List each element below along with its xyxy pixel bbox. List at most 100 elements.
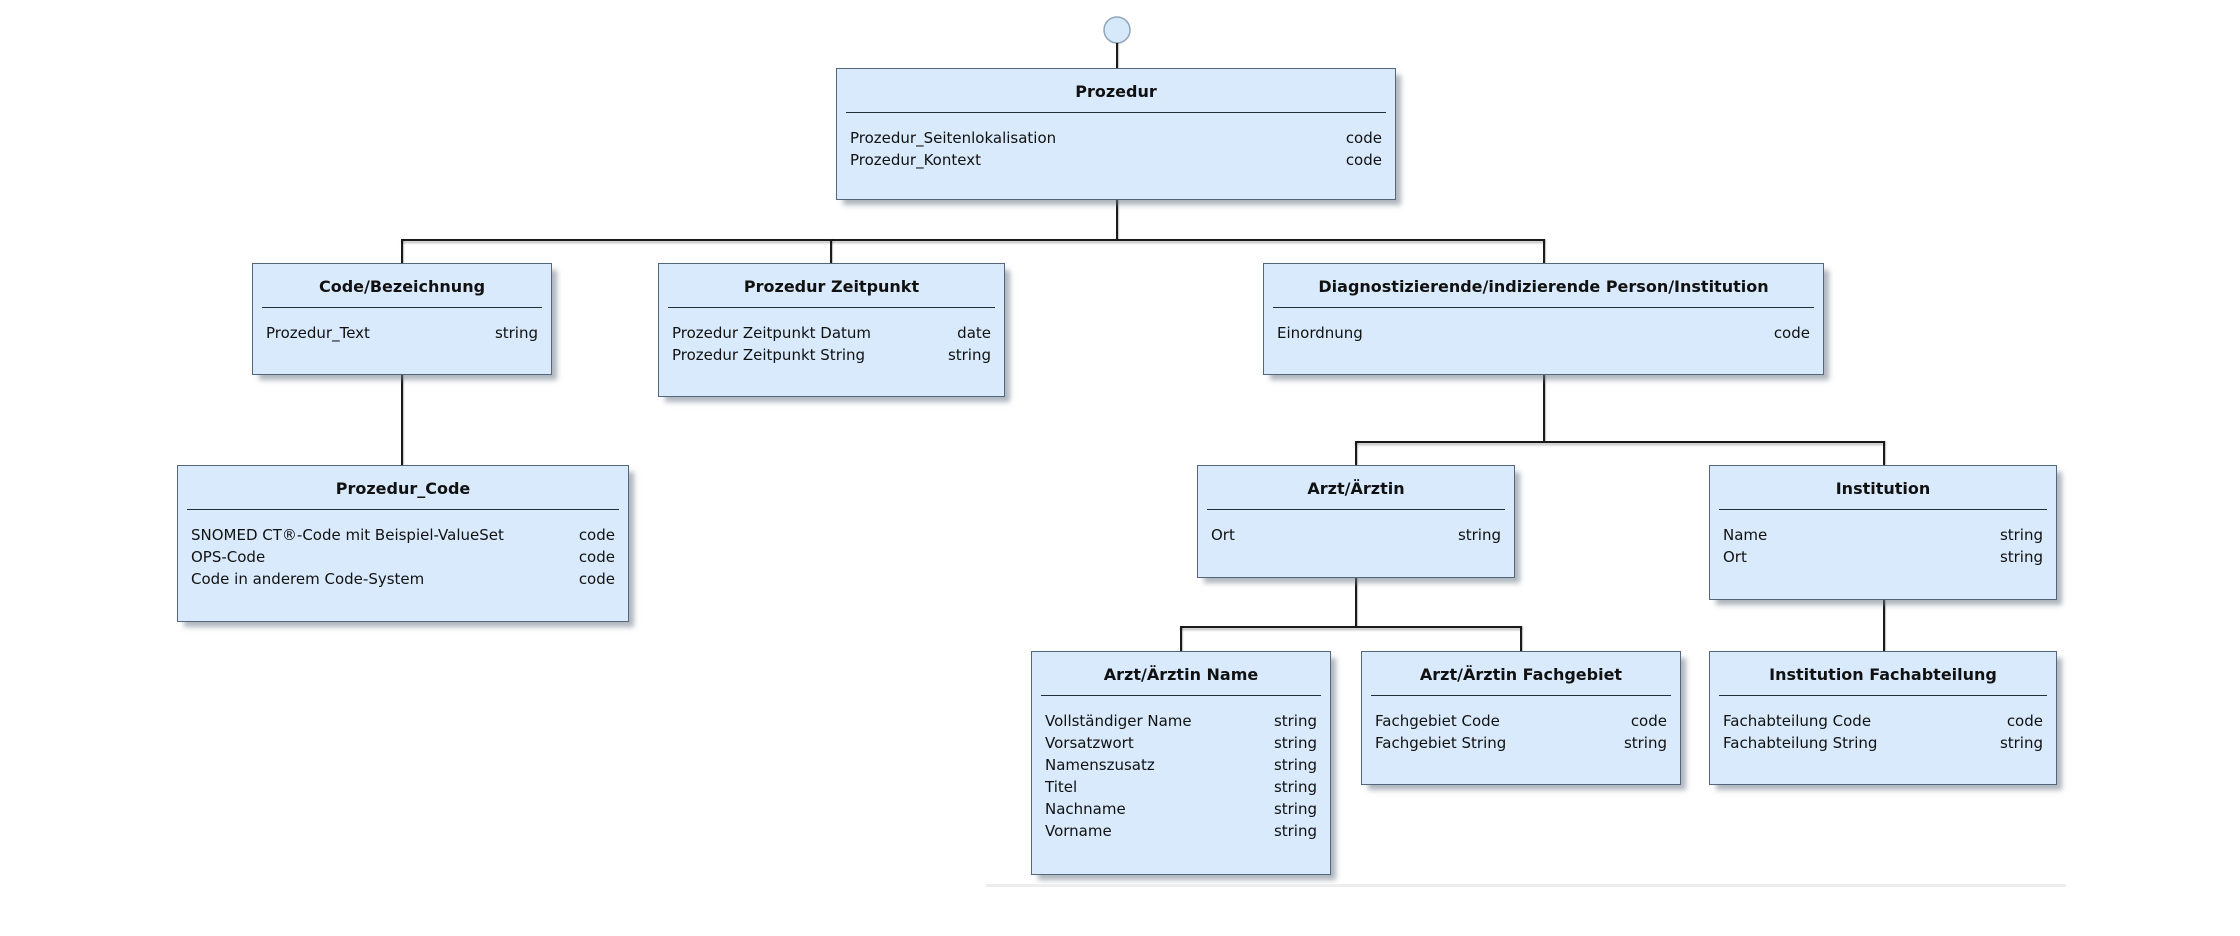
- field-type: code: [1345, 151, 1382, 169]
- connector-diagnostizierende-down: [1543, 375, 1545, 442]
- entity-institution-fachabteilung[interactable]: Institution Fachabteilung Fachabteilung …: [1709, 651, 2057, 785]
- field-name: Namenszusatz: [1045, 756, 1155, 774]
- field-type: string: [1273, 756, 1317, 774]
- field-row: OPS-Code code: [191, 546, 615, 568]
- entity-prozedur-code[interactable]: Prozedur_Code SNOMED CT®-Code mit Beispi…: [177, 465, 629, 622]
- entity-title: Arzt/Ärztin: [1307, 479, 1405, 498]
- title-divider: [1041, 695, 1321, 696]
- field-type: code: [1630, 712, 1667, 730]
- title-divider: [846, 112, 1386, 113]
- field-row: Prozedur Zeitpunkt String string: [672, 344, 991, 366]
- field-row: Namenszusatz string: [1045, 754, 1317, 776]
- connector-codebez-prozedurcode: [401, 375, 403, 465]
- field-name: Fachgebiet Code: [1375, 712, 1500, 730]
- entity-arzt-aerztin-fachgebiet[interactable]: Arzt/Ärztin Fachgebiet Fachgebiet Code co…: [1361, 651, 1681, 785]
- faint-divider-line: [986, 884, 2066, 887]
- title-divider: [1207, 509, 1505, 510]
- field-row: Fachabteilung Code code: [1723, 710, 2043, 732]
- entity-title: Prozedur_Code: [335, 479, 471, 498]
- connector-root-prozedur: [1116, 43, 1118, 68]
- field-name: Titel: [1045, 778, 1078, 796]
- field-type: string: [494, 324, 538, 342]
- field-type: string: [1623, 734, 1667, 752]
- connector-bus-level4: [1180, 626, 1522, 628]
- connector-drop-arzt-name: [1180, 626, 1182, 651]
- field-type: string: [1999, 734, 2043, 752]
- field-name: OPS-Code: [191, 548, 266, 566]
- field-name: Vollständiger Name: [1045, 712, 1192, 730]
- field-name: Nachname: [1045, 800, 1126, 818]
- title-divider: [187, 509, 619, 510]
- entity-title: Arzt/Ärztin Fachgebiet: [1419, 665, 1623, 684]
- entity-prozedur-zeitpunkt[interactable]: Prozedur Zeitpunkt Prozedur Zeitpunkt Da…: [658, 263, 1005, 397]
- field-type: string: [1273, 734, 1317, 752]
- title-divider: [668, 307, 995, 308]
- field-name: Prozedur_Text: [266, 324, 370, 342]
- entity-title: Prozedur Zeitpunkt: [743, 277, 920, 296]
- entity-title: Institution: [1835, 479, 1931, 498]
- field-name: SNOMED CT®-Code mit Beispiel-ValueSet: [191, 526, 504, 544]
- field-type: string: [1999, 548, 2043, 566]
- field-row: Nachname string: [1045, 798, 1317, 820]
- connector-drop-diagnostizierende: [1543, 239, 1545, 263]
- field-name: Code in anderem Code-System: [191, 570, 425, 588]
- field-type: code: [578, 548, 615, 566]
- field-type: code: [1773, 324, 1810, 342]
- field-row: Vollständiger Name string: [1045, 710, 1317, 732]
- connector-drop-arzt-fachgebiet: [1520, 626, 1522, 651]
- field-row: Prozedur Zeitpunkt Datum date: [672, 322, 991, 344]
- field-name: Prozedur Zeitpunkt String: [672, 346, 866, 364]
- field-type: string: [1273, 712, 1317, 730]
- field-type: date: [957, 324, 991, 342]
- entity-title: Institution Fachabteilung: [1769, 665, 1997, 684]
- entity-title: Diagnostizierende/indizierende Person/In…: [1318, 277, 1769, 296]
- title-divider: [1719, 509, 2047, 510]
- field-type: string: [1273, 800, 1317, 818]
- field-type: string: [1273, 778, 1317, 796]
- field-type: code: [2006, 712, 2043, 730]
- entity-code-bezeichnung[interactable]: Code/Bezeichnung Prozedur_Text string: [252, 263, 552, 375]
- field-row: Fachgebiet Code code: [1375, 710, 1667, 732]
- field-name: Fachgebiet String: [1375, 734, 1507, 752]
- field-row: Ort string: [1723, 546, 2043, 568]
- root-node-icon[interactable]: [1102, 16, 1132, 46]
- connector-prozedur-down: [1116, 200, 1118, 240]
- entity-title: Code/Bezeichnung: [318, 277, 486, 296]
- entity-diagnostizierende-person-institution[interactable]: Diagnostizierende/indizierende Person/In…: [1263, 263, 1824, 375]
- field-row: Fachgebiet String string: [1375, 732, 1667, 754]
- entity-arzt-aerztin-name[interactable]: Arzt/Ärztin Name Vollständiger Name strin…: [1031, 651, 1331, 875]
- field-row: Fachabteilung String string: [1723, 732, 2043, 754]
- connector-drop-prozedur-zeitpunkt: [830, 239, 832, 263]
- field-name: Ort: [1723, 548, 1747, 566]
- connector-drop-institution: [1883, 441, 1885, 465]
- field-name: Prozedur Zeitpunkt Datum: [672, 324, 872, 342]
- field-name: Fachabteilung String: [1723, 734, 1878, 752]
- field-type: string: [947, 346, 991, 364]
- field-type: string: [1273, 822, 1317, 840]
- field-name: Fachabteilung Code: [1723, 712, 1872, 730]
- field-row: Prozedur_Text string: [266, 322, 538, 344]
- entity-title: Arzt/Ärztin Name: [1103, 665, 1259, 684]
- connector-arzt-down: [1355, 578, 1357, 627]
- connector-institution-fachabteilung: [1883, 600, 1885, 651]
- title-divider: [1273, 307, 1814, 308]
- title-divider: [1371, 695, 1671, 696]
